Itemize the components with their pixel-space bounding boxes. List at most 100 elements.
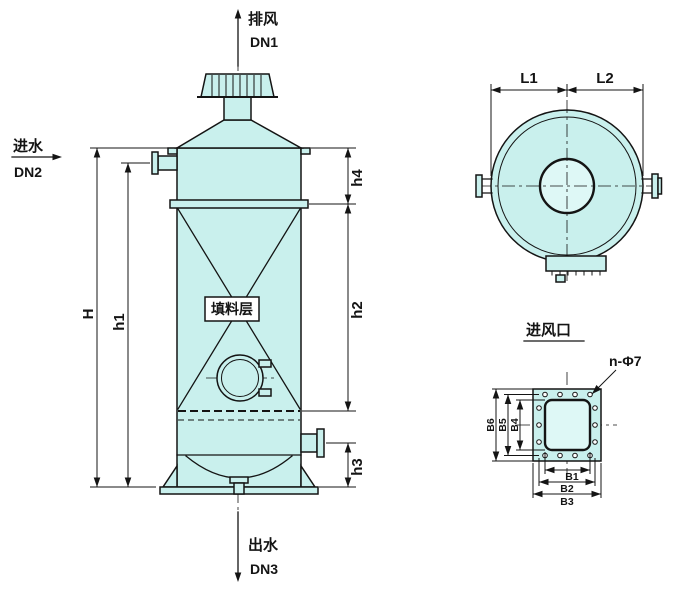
dim-h4-label: h4 (349, 169, 366, 187)
top-flange-tab-left (167, 147, 178, 155)
dim-H-label: H (80, 309, 97, 320)
exhaust-label: 排风 (248, 10, 278, 28)
dim-arrowhead (557, 86, 567, 94)
dim-arrowhead (344, 204, 352, 214)
dim-arrowhead (344, 477, 352, 487)
bolt-hole (592, 439, 598, 445)
dim-h4: h4 (344, 148, 366, 204)
dim-arrowhead (633, 86, 643, 94)
dim-B5-label: B5 (497, 418, 509, 432)
bolt-hole (536, 405, 542, 411)
skirt-gusset-right (300, 463, 317, 488)
vent-cap-louvers (211, 75, 262, 97)
dim-L1-L2: L1 L2 (490, 70, 644, 176)
plan-left-nozzle-flange (475, 174, 483, 198)
outlet-label: 出水 (248, 536, 279, 554)
dim-arrowhead (344, 443, 352, 453)
plan-air-inlet-box (545, 255, 607, 272)
dim-arrowhead (591, 490, 601, 498)
bolt-hole (587, 391, 593, 398)
dim-arrowhead (504, 446, 512, 456)
inlet-dn-label: DN2 (14, 164, 42, 180)
dim-arrowhead (492, 451, 500, 461)
dim-H-extensions (90, 147, 172, 488)
exhaust-dn-label: DN1 (250, 34, 278, 50)
manhole (216, 354, 264, 402)
bolt-hole (572, 391, 578, 398)
dim-B2-label: B2 (560, 483, 574, 495)
inlet-nozzle-flange (151, 151, 159, 175)
vent-stem (223, 96, 252, 121)
dim-arrowhead (124, 477, 132, 487)
plan-right-nozzle-pipe (641, 178, 653, 194)
dim-B4-label: B4 (509, 418, 521, 432)
inlet-nozzle-pipe (157, 155, 178, 171)
plan-air-inlet-bolts (551, 270, 601, 276)
bolt-hole (557, 391, 563, 398)
dim-arrowhead (93, 148, 101, 158)
bolt-hole (592, 422, 598, 428)
manhole-bolt-bottom (258, 388, 272, 397)
top-flange-tab-right (300, 147, 311, 155)
bolt-holes (536, 391, 598, 459)
dim-arrowhead (516, 400, 524, 410)
dim-h1-label: h1 (111, 313, 128, 331)
dim-arrowhead (344, 401, 352, 411)
dim-h1: h1 (111, 162, 150, 487)
dim-arrowhead (567, 86, 577, 94)
dim-arrowhead (491, 86, 501, 94)
bolt-hole (572, 452, 578, 459)
inlet-arrowhead (52, 153, 62, 161)
bolt-hole (542, 391, 548, 398)
dim-arrowhead (344, 194, 352, 204)
dim-L2-label: L2 (596, 70, 614, 87)
dim-arrowhead (344, 148, 352, 158)
dim-arrowhead (93, 477, 101, 487)
dim-B6-label: B6 (485, 418, 497, 432)
outlet-dn-label: DN3 (250, 561, 278, 577)
outlet-arrowhead (234, 572, 242, 582)
inlet-opening (543, 398, 592, 452)
plan-left-nozzle-pipe (480, 178, 493, 194)
dim-L1-label: L1 (520, 70, 538, 87)
dim-B123: B1 B2 B3 (532, 452, 602, 508)
exhaust-arrowhead (234, 9, 242, 19)
air-inlet-pipe (300, 433, 318, 453)
drain-flange (229, 476, 249, 484)
dim-arrowhead (516, 440, 524, 450)
air-inlet-detail: 进风口 n-Φ7 (485, 322, 642, 508)
packing-label-box (204, 296, 260, 322)
dim-arrowhead (585, 478, 595, 486)
manhole-bolt-top (258, 359, 272, 368)
dim-arrowhead (504, 394, 512, 404)
dim-arrowhead (533, 490, 543, 498)
dim-arrowhead (492, 389, 500, 399)
dim-B123-extensions (532, 452, 602, 498)
dim-h3-label: h3 (349, 458, 366, 476)
bolt-hole (536, 439, 542, 445)
dim-h3: h3 (344, 443, 366, 487)
bolt-hole (592, 405, 598, 411)
air-inlet-title: 进风口 (526, 322, 571, 339)
inlet-label: 进水 (13, 137, 44, 155)
drain-pipe (233, 482, 245, 495)
plan-view: L1 L2 (475, 70, 663, 284)
dim-arrowhead (124, 163, 132, 173)
dim-B456: B4 B5 B6 (485, 388, 545, 462)
dim-B1-label: B1 (565, 471, 579, 483)
dim-h2: h2 (344, 204, 366, 411)
dim-h2-label: h2 (349, 301, 366, 319)
dim-arrowhead (580, 466, 590, 474)
body-flange (169, 199, 309, 209)
cone-roof (174, 119, 304, 149)
plan-centerlines (478, 100, 658, 284)
air-inlet-flange (316, 428, 325, 458)
dim-right-extensions (302, 147, 356, 488)
plan-right-nozzle-flange (651, 173, 659, 199)
plan-air-inlet-stub (555, 274, 566, 283)
dim-B456-extensions (492, 388, 545, 462)
dim-B3-label: B3 (560, 496, 574, 508)
skirt-gusset-left (161, 463, 178, 488)
dim-H: H (80, 147, 172, 488)
